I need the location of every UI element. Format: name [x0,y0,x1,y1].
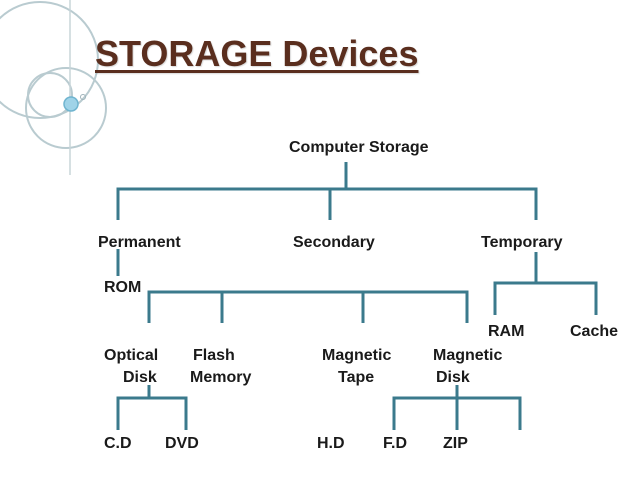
node-optical-disk-line1: Optical [104,347,159,364]
node-magnetic-disk-line2: Disk [436,369,470,386]
node-secondary: Secondary [293,234,375,251]
node-fd: F.D [383,435,407,452]
node-hd: H.D [317,435,345,452]
node-flash-memory-line1: Flash [193,347,235,364]
connector-level1-bar [116,187,538,220]
decor-dot [63,96,79,112]
node-cache: Cache [570,323,619,340]
node-computer-storage: Computer Storage [289,139,429,156]
node-zip: ZIP [443,435,468,452]
decor-circle-medium [25,67,107,149]
node-temporary: Temporary [481,234,563,251]
node-magnetic-tape-line2: Tape [338,369,375,386]
node-flash-memory-line2: Memory [190,369,252,386]
decor-circle-large [0,1,99,119]
node-permanent: Permanent [98,234,181,251]
node-dvd: DVD [165,435,199,452]
node-rom: ROM [104,279,142,296]
decor-circle-small [27,72,73,118]
node-ram: RAM [488,323,525,340]
connector-devices-bar [147,290,469,323]
node-magnetic-disk-line1: Magnetic [433,347,503,364]
decor-dot-tiny [80,94,86,100]
slide-title: STORAGE Devices [95,33,419,74]
connector-optical-bar [116,396,188,430]
node-optical-disk-line2: Disk [123,369,157,386]
connector-temporary-bar [493,281,598,315]
node-magnetic-tape-line1: Magnetic [322,347,392,364]
node-cd: C.D [104,435,132,452]
